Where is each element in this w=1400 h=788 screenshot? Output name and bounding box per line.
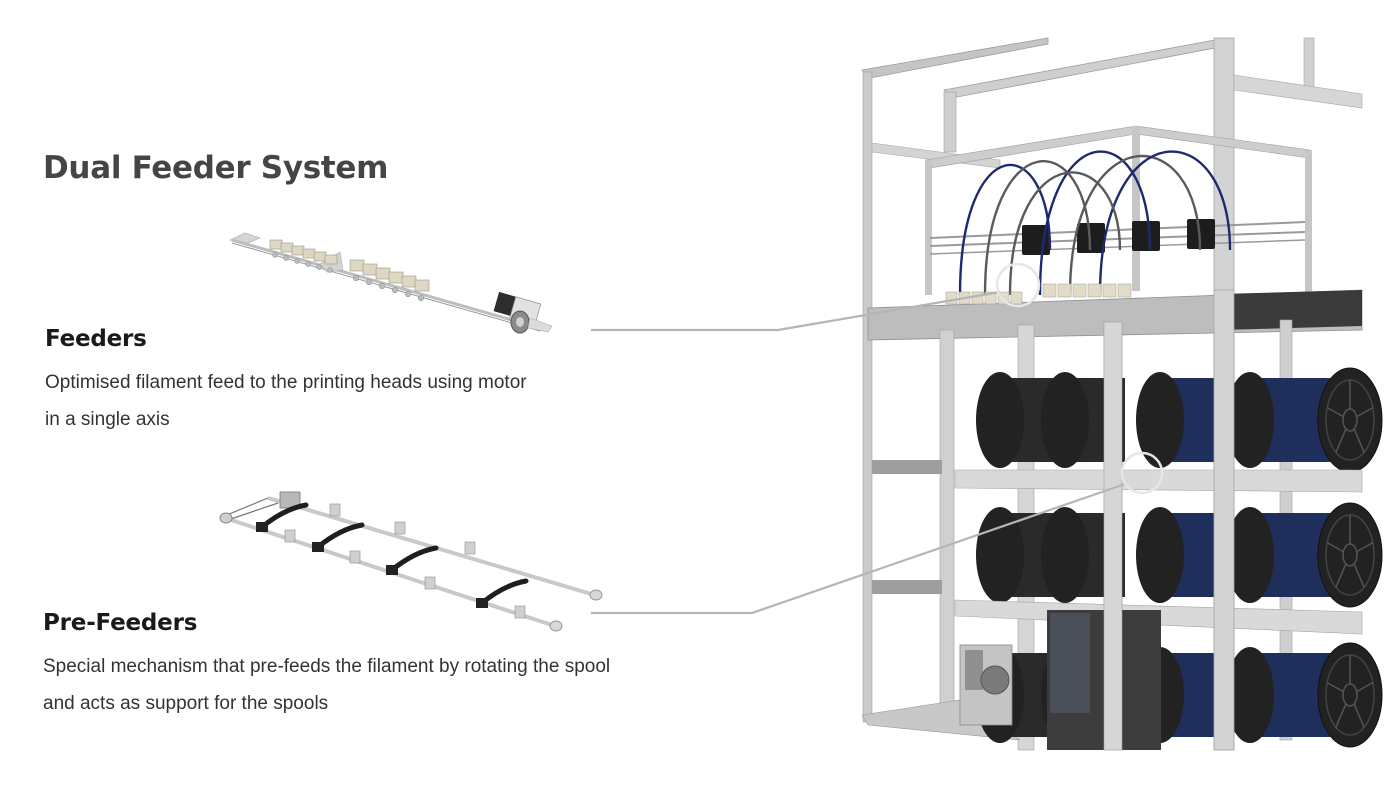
feeder-block [302,248,316,259]
feeder-block [313,251,327,262]
feeder-bolt [283,255,289,261]
bowden-tube [1008,171,1122,296]
pre-feeder-bearing [329,503,341,517]
feeder-block [269,239,283,250]
pre-feeder-bearing [284,529,296,543]
deck-feeder-block [1010,291,1023,305]
feeder-bolt [305,261,311,267]
feeder-bolt [316,264,322,270]
feeders-description: Optimised filament feed to the printing … [45,364,705,438]
pre-feeders-description-line: Special mechanism that pre-feeds the fil… [43,656,611,677]
feeder-bolt [391,286,399,294]
spool-flange [1226,647,1274,743]
print-head [1187,219,1215,249]
spool-flange [1041,507,1089,603]
feeder-bolt [272,252,278,258]
feeders-description-line: Optimised filament feed to the printing … [45,372,527,393]
spool-spoke [1356,406,1374,418]
bowden-tube [1098,150,1232,296]
bowden-tube [958,163,1052,296]
pre-feeder-arm [315,522,365,550]
spool-spoke [1356,681,1374,693]
spool-spoke [1335,428,1347,453]
feeder-bolt [417,294,425,302]
print-head [1132,221,1160,251]
pre-feeder-bearing [394,521,406,535]
spool-flange [1136,507,1184,603]
pre-feeder-arm-base [476,598,488,608]
feeder-bolt [365,278,373,286]
pre-feeder-arm [389,545,439,573]
spool-spoke [1326,541,1344,553]
deck-feeder-block [1102,283,1117,298]
bowden-tube [1068,154,1202,296]
deck-feeder-block [1042,283,1057,298]
spool-spoke [1326,681,1344,693]
feeder-bolt [327,267,333,273]
feeder-block [401,275,417,288]
spool-spoke [1353,428,1365,453]
spool-spoke [1326,406,1344,418]
bowden-tube [1038,150,1152,296]
pre-feeders-description: Special mechanism that pre-feeds the fil… [43,648,783,722]
spool-flange [1226,372,1274,468]
feeders-callout [591,262,1041,332]
pre-feeders-callout [591,451,1164,615]
spool-flange-front [1317,502,1383,608]
pre-feeder-bearing [349,550,361,564]
deck-feeder-block [984,291,997,305]
pre-feeder-bearing [424,576,436,590]
feeder-block [414,279,430,292]
feeder-bolt [378,282,386,290]
spool-flange [1136,372,1184,468]
deck-feeder-block [1072,283,1087,298]
pre-feeder-arm-base [312,542,324,552]
spool-spoke [1335,703,1347,728]
spool-flange [1226,507,1274,603]
feeder-bolt [352,274,360,282]
spool-spoke [1353,563,1365,588]
feeder-block [362,263,378,276]
pre-feeders-description-line: and acts as support for the spools [43,693,329,714]
feeders-heading: Feeders [45,326,147,352]
printer-machine-illustration [861,37,1383,751]
feeder-block [280,242,294,253]
feeder-block [349,259,365,272]
feeder-rail-illustration [229,232,553,334]
feeder-block [324,254,338,265]
print-head [1077,223,1105,253]
deck-feeder-block [997,291,1010,305]
feeder-block [375,267,391,280]
spool-spoke [1356,541,1374,553]
pre-feeder-bearing [514,605,526,619]
feeder-block [291,245,305,256]
feeder-bolt [294,258,300,264]
pre-feeder-bearing [464,541,476,555]
pre-feeder-arm-base [256,522,268,532]
pre-feeder-arm [479,578,529,606]
deck-feeder-block [1117,283,1132,298]
spool-flange [976,372,1024,468]
deck-feeder-block [971,291,984,305]
spool-spoke [1335,563,1347,588]
deck-feeder-block [945,291,958,305]
spool-flange-front [1317,642,1383,748]
feeder-bolt [404,290,412,298]
spool-flange [1041,372,1089,468]
spool-spoke [1353,703,1365,728]
page-title: Dual Feeder System [43,150,389,186]
pre-feeder-arm-base [386,565,398,575]
pre-feeders-heading: Pre-Feeders [43,610,198,636]
pre-feeder-illustration [219,491,603,632]
deck-feeder-block [1087,283,1102,298]
feeders-description-line: in a single axis [45,409,170,430]
deck-feeder-block [1057,283,1072,298]
feeder-block [388,271,404,284]
